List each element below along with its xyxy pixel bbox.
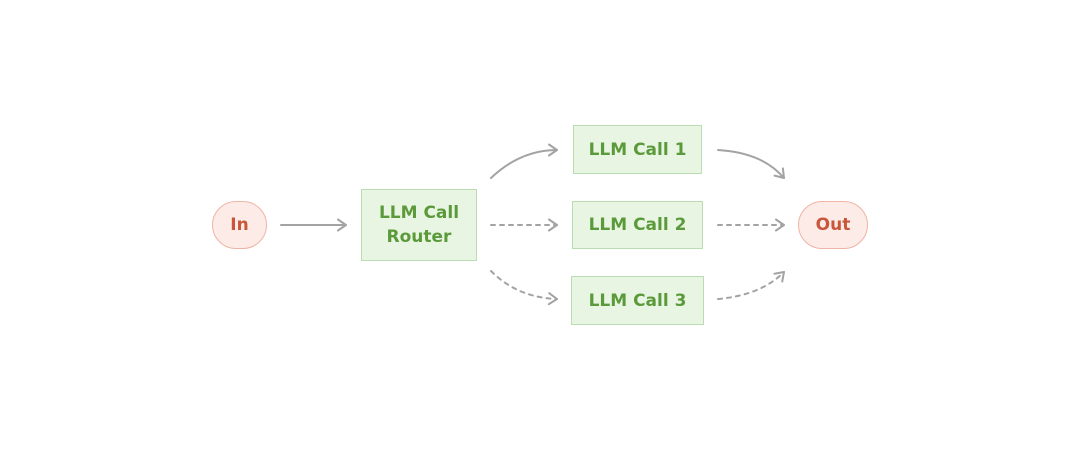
input-node: In xyxy=(212,201,267,249)
llm-call-1-label: LLM Call 1 xyxy=(588,139,687,160)
llm-call-2-node: LLM Call 2 xyxy=(572,201,703,249)
router-node-label: LLM Call Router xyxy=(378,203,460,247)
llm-call-3-node: LLM Call 3 xyxy=(571,276,704,325)
arrow-call3-to-output xyxy=(717,271,785,300)
input-node-label: In xyxy=(230,215,249,235)
llm-call-1-node: LLM Call 1 xyxy=(573,125,702,174)
output-node: Out xyxy=(798,201,868,249)
arrow-router-to-call1 xyxy=(490,143,558,179)
arrow-call1-to-output xyxy=(717,149,785,179)
llm-call-3-label: LLM Call 3 xyxy=(588,290,687,311)
output-node-label: Out xyxy=(815,215,851,235)
router-node: LLM Call Router xyxy=(361,189,477,261)
arrow-router-to-call3 xyxy=(490,270,558,306)
llm-call-2-label: LLM Call 2 xyxy=(588,215,687,235)
